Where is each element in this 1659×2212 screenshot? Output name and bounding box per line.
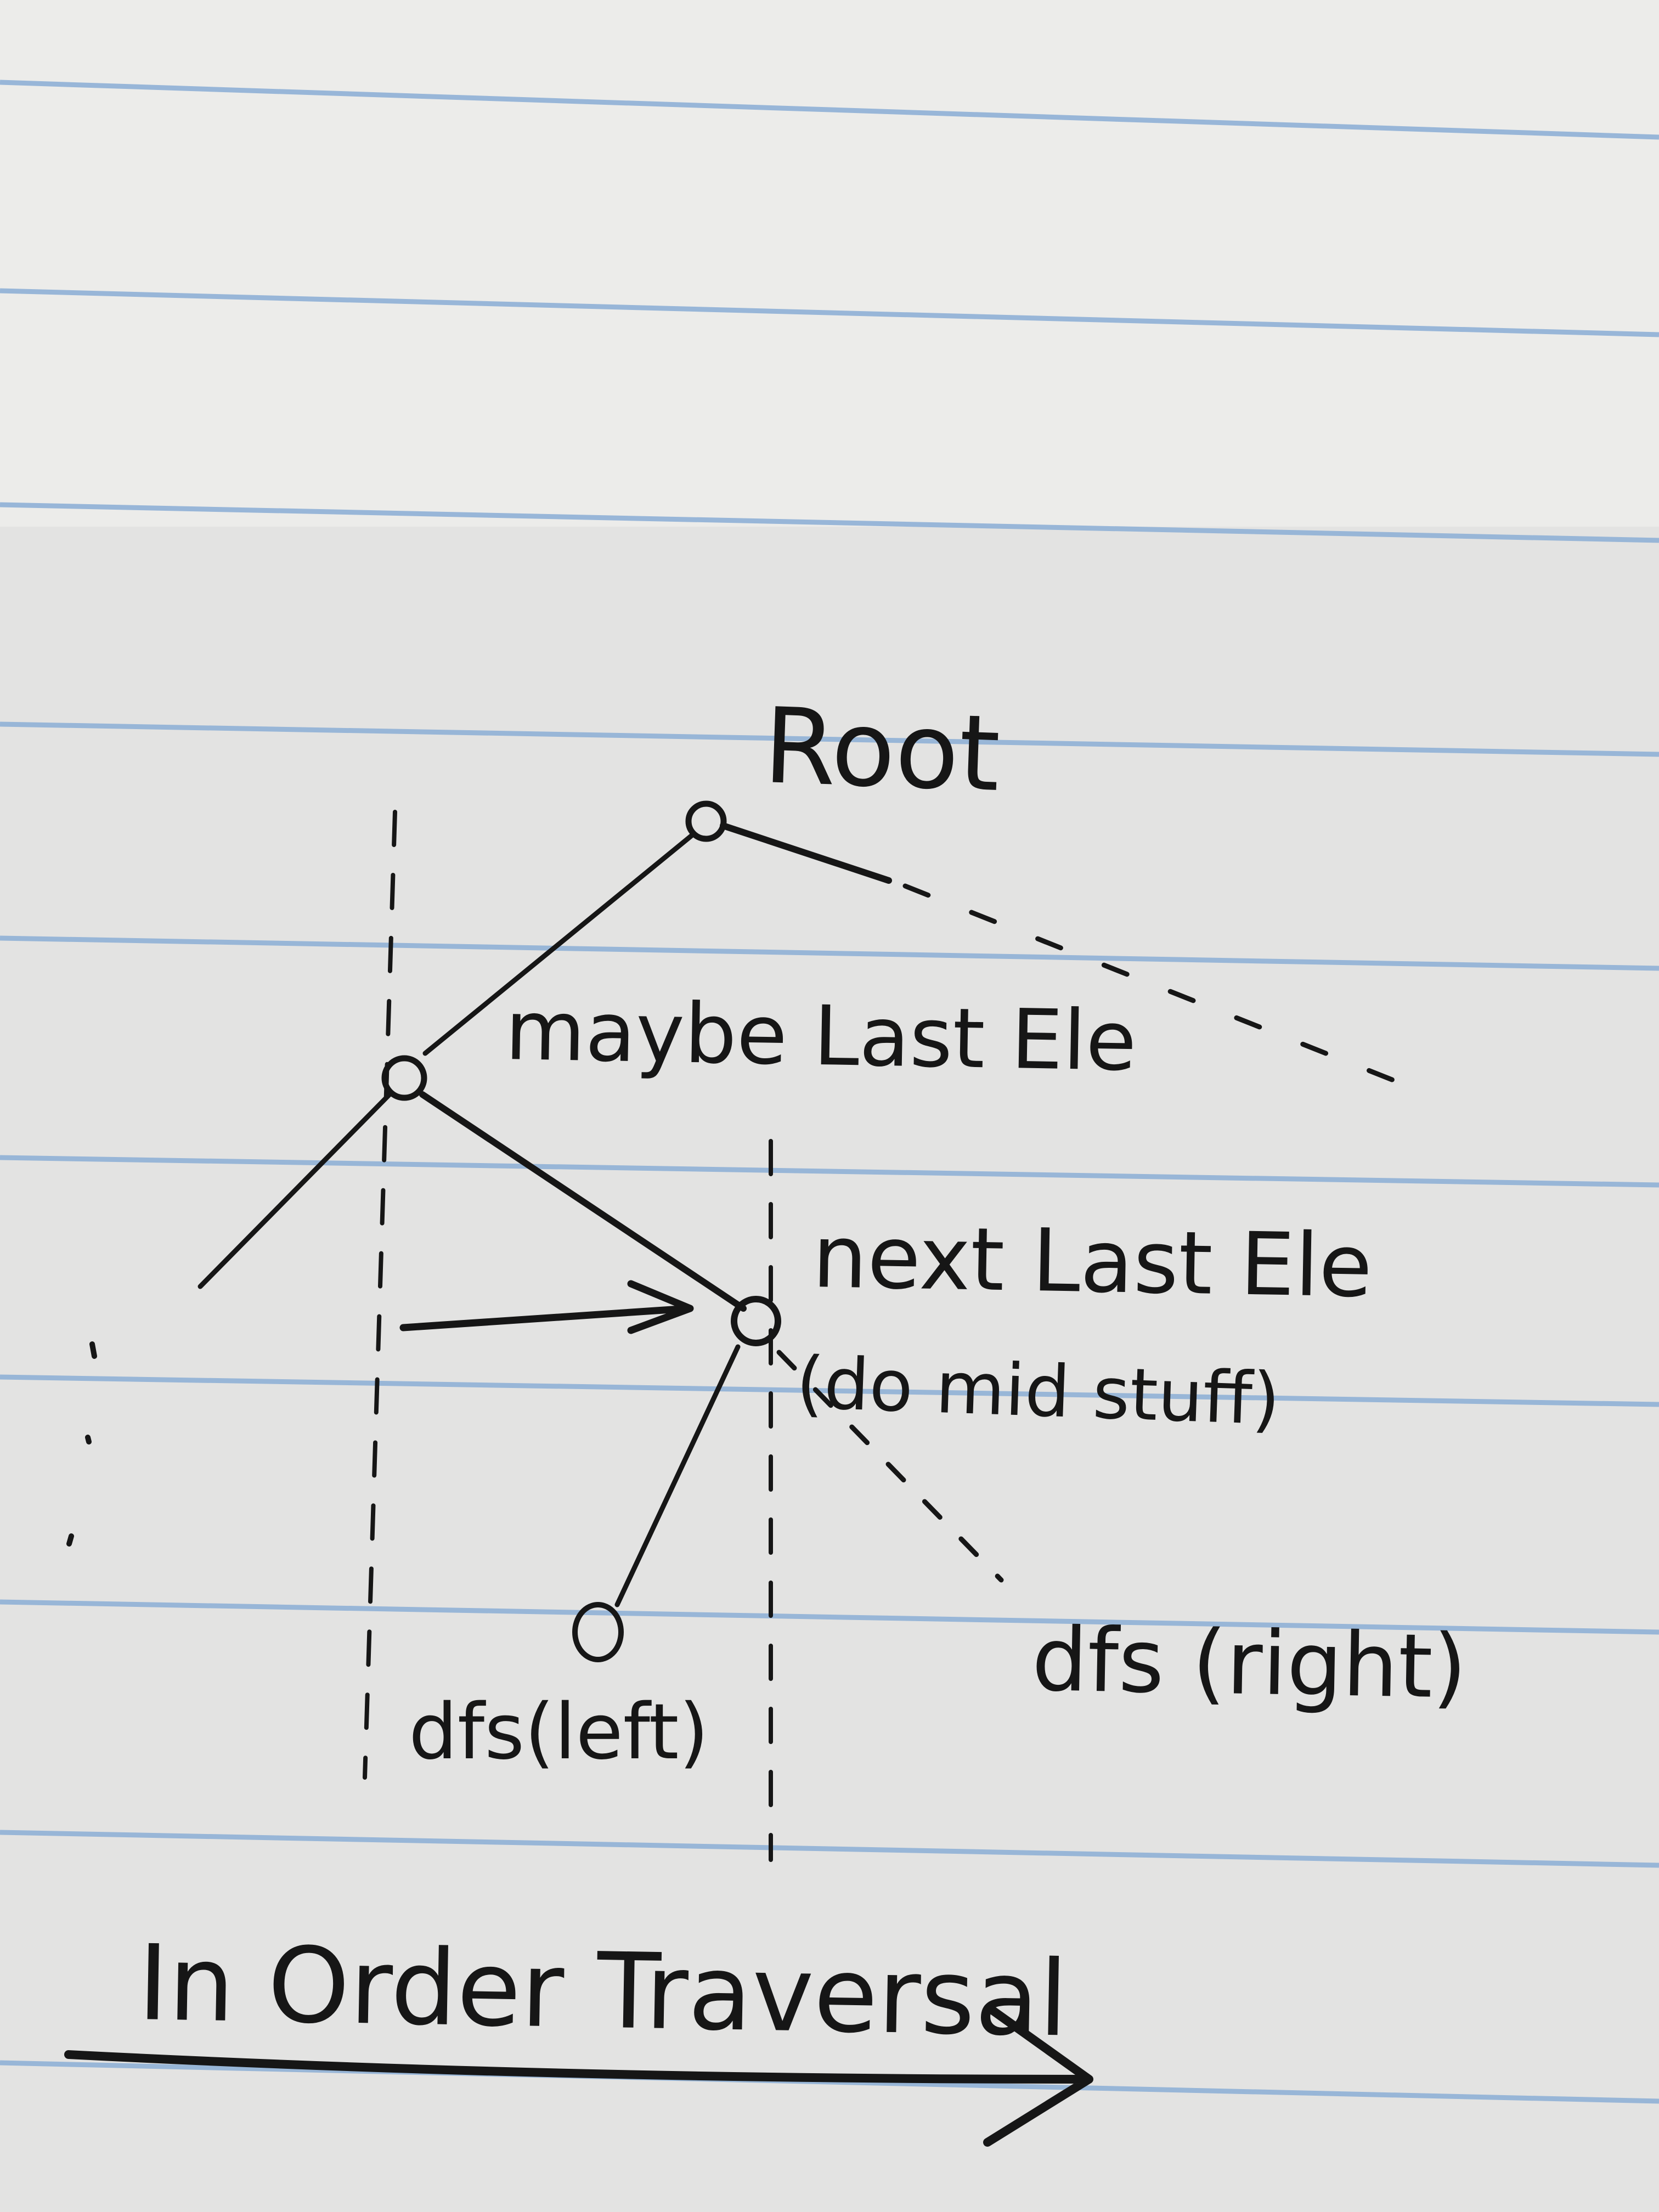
ink-strokes <box>64 800 1418 2147</box>
maybe-last-ele-node <box>381 1055 427 1101</box>
guide-line-left <box>363 810 397 1780</box>
paper-shadow <box>0 527 1659 2212</box>
rule-line <box>0 721 1659 757</box>
traversal-arrow <box>64 2006 1093 2147</box>
inorder-arrow <box>399 1280 694 1334</box>
root-right-edge <box>720 822 892 884</box>
rule-line <box>0 288 1659 337</box>
left-child-label: dfs(left) <box>409 1688 709 1777</box>
edge-next-to-left <box>614 1344 741 1607</box>
edge-maybe-to-next <box>419 1091 747 1312</box>
maybe-last-ele-label: maybe Last Ele <box>504 983 1137 1090</box>
next-last-ele-label: next Last Ele <box>811 1206 1373 1317</box>
next-last-ele-node <box>731 1296 781 1346</box>
notebook-rules <box>0 80 1659 2104</box>
footer-label: In Order Traversal <box>137 1922 1069 2060</box>
root-right-dashed-edge <box>902 883 1418 1092</box>
edge-maybe-left <box>198 1092 392 1289</box>
rule-line <box>0 502 1659 543</box>
rule-line <box>0 1599 1659 1635</box>
rule-line <box>0 1830 1659 1868</box>
rule-line <box>0 935 1659 971</box>
mid-note-label: (do mid stuff) <box>795 1341 1282 1441</box>
edge-root-to-maybe <box>422 832 695 1056</box>
right-child-label: dfs (right) <box>1031 1608 1468 1718</box>
rule-line <box>0 1374 1659 1407</box>
labels: Root maybe Last Ele next Last Ele (do mi… <box>137 685 1468 2059</box>
left-dots <box>66 1341 97 1547</box>
rule-line <box>0 1155 1659 1188</box>
edge-next-to-right-dashed <box>776 1350 1004 1583</box>
rule-line <box>0 80 1659 140</box>
root-label: Root <box>761 685 1002 815</box>
left-child-node <box>572 1602 624 1662</box>
root-node <box>685 800 727 842</box>
